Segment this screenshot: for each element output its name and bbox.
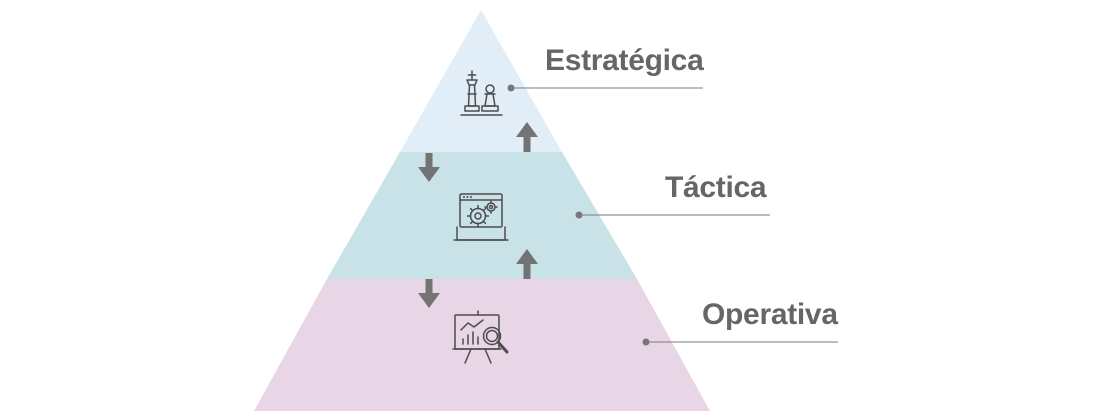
leader-dot-strategic <box>507 84 515 92</box>
leader-dot-tactical <box>575 211 583 219</box>
tier-operational <box>254 279 710 411</box>
arrow-down-icon <box>418 279 440 308</box>
chess-icon <box>460 70 503 116</box>
label-operational: Operativa <box>702 298 838 331</box>
label-tactical: Táctica <box>665 171 767 204</box>
analytics-board-icon <box>452 310 509 364</box>
arrow-up-icon <box>516 122 538 152</box>
gears-monitor-icon <box>453 193 509 241</box>
tier-tactical <box>327 152 637 279</box>
arrow-down-icon <box>418 153 440 182</box>
arrow-up-icon <box>516 249 538 279</box>
leader-dot-operational <box>642 338 650 346</box>
tier-strategic <box>400 10 562 152</box>
label-strategic: Estratégica <box>545 44 704 77</box>
